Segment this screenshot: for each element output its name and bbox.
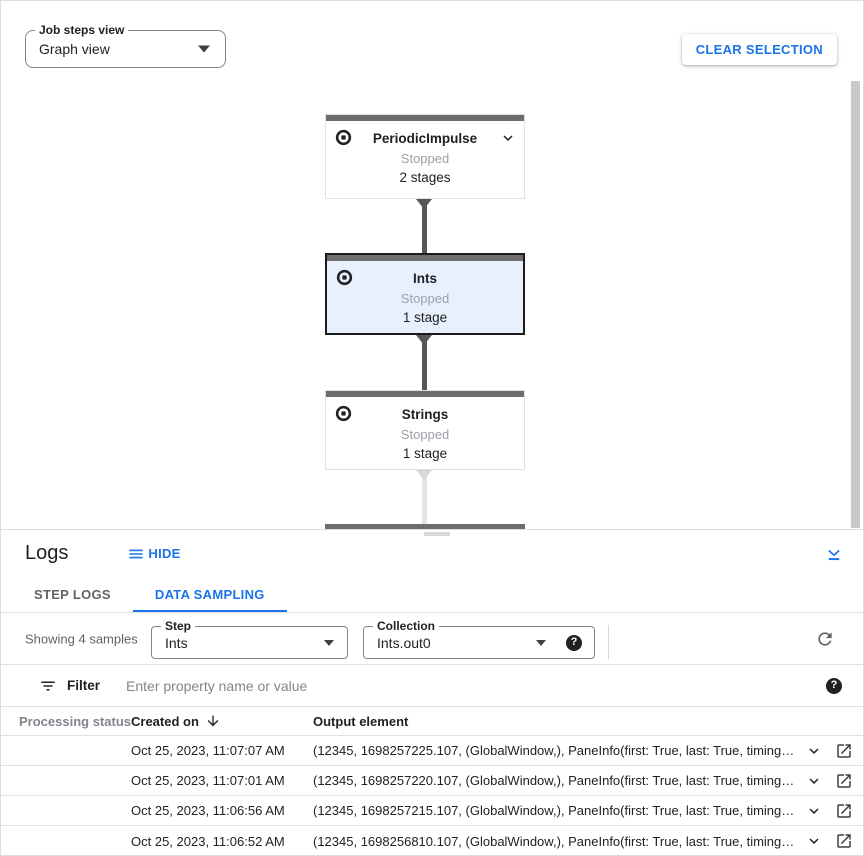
expand-row-icon[interactable] — [805, 772, 823, 790]
filter-help-icon[interactable] — [826, 677, 842, 694]
expand-row-icon[interactable] — [805, 742, 823, 760]
logs-panel: Logs HIDE STEP LOGS DATA SAMPLING Showin… — [1, 529, 863, 855]
created-on-cell: Oct 25, 2023, 11:07:01 AM — [131, 773, 285, 788]
output-element-cell: (12345, 1698256810.107, (GlobalWindow,),… — [313, 833, 795, 849]
chevron-down-icon[interactable] — [499, 129, 517, 147]
job-steps-view-label: Job steps view — [35, 23, 129, 38]
open-in-new-icon[interactable] — [835, 802, 853, 820]
sampling-controls-row: Showing 4 samples Step Ints Collection I… — [1, 613, 863, 665]
table-header-row: Processing status Created on Output elem… — [1, 707, 863, 736]
node-status: Stopped — [400, 427, 450, 442]
node-status: Stopped — [400, 151, 450, 166]
expand-row-icon[interactable] — [805, 802, 823, 820]
logs-panel-title: Logs — [25, 542, 69, 564]
node-status: Stopped — [400, 291, 450, 306]
table-row: Oct 25, 2023, 11:07:01 AM (12345, 169825… — [1, 766, 863, 796]
dropdown-caret-icon — [536, 639, 546, 646]
edge-arrow-icon — [416, 199, 432, 209]
node-stages: 2 stages — [399, 170, 451, 185]
filter-list-icon — [41, 681, 55, 690]
graph-node-strings[interactable]: Strings Stopped 1 stage — [325, 390, 525, 470]
partial-node-peek — [424, 532, 450, 536]
step-select-value: Ints — [165, 634, 188, 651]
column-header-created-on[interactable]: Created on — [131, 713, 313, 729]
hide-lines-icon — [129, 549, 144, 558]
collection-select[interactable]: Collection Ints.out0 — [363, 619, 595, 659]
dropdown-caret-icon — [198, 45, 210, 53]
table-row: Oct 25, 2023, 11:06:52 AM (12345, 169825… — [1, 826, 863, 855]
created-on-cell: Oct 25, 2023, 11:07:07 AM — [131, 743, 285, 758]
filter-input[interactable] — [126, 677, 813, 694]
open-in-new-icon[interactable] — [835, 832, 853, 850]
table-row: Oct 25, 2023, 11:06:56 AM (12345, 169825… — [1, 796, 863, 826]
collection-select-value: Ints.out0 — [377, 634, 431, 651]
graph-edge-dimmed — [416, 470, 432, 524]
graph-node-ints[interactable]: Ints Stopped 1 stage — [325, 253, 525, 335]
edge-arrow-icon — [416, 335, 432, 345]
node-top-bar — [327, 255, 523, 261]
job-steps-view-select[interactable]: Job steps view Graph view — [25, 23, 226, 68]
node-top-bar — [326, 115, 524, 121]
node-title: PeriodicImpulse — [372, 130, 478, 146]
step-select-label: Step — [161, 619, 196, 634]
partial-node-top-bar — [325, 524, 525, 529]
job-graph-pane: Job steps view Graph view CLEAR SELECTIO… — [1, 1, 863, 529]
output-element-cell: (12345, 1698257215.107, (GlobalWindow,),… — [313, 803, 795, 818]
collapse-panel-icon[interactable] — [825, 545, 843, 563]
step-select[interactable]: Step Ints — [151, 619, 348, 659]
clear-selection-button[interactable]: CLEAR SELECTION — [681, 34, 837, 65]
open-in-new-icon[interactable] — [835, 742, 853, 760]
filter-bar: Filter — [1, 665, 863, 707]
column-header-processing-status: Processing status — [19, 713, 131, 729]
node-stages: 1 stage — [402, 446, 448, 461]
dropdown-caret-icon — [324, 639, 334, 646]
created-on-cell: Oct 25, 2023, 11:06:56 AM — [131, 803, 285, 818]
expand-row-icon[interactable] — [805, 832, 823, 850]
stop-circle-icon — [336, 269, 353, 286]
output-element-cell: (12345, 1698257225.107, (GlobalWindow,),… — [313, 743, 795, 758]
sort-descending-icon — [207, 715, 219, 727]
node-title: Strings — [401, 406, 449, 422]
node-top-bar — [326, 391, 524, 397]
collection-select-label: Collection — [373, 619, 440, 634]
graph-edge — [416, 335, 432, 390]
output-element-cell: (12345, 1698257220.107, (GlobalWindow,),… — [313, 773, 795, 788]
edge-arrow-icon — [416, 470, 432, 480]
logs-tab-bar: STEP LOGS DATA SAMPLING — [1, 577, 863, 613]
node-title: Ints — [412, 270, 437, 286]
filter-label: Filter — [67, 678, 101, 693]
vertical-divider — [608, 625, 609, 659]
hide-label: HIDE — [148, 546, 181, 561]
collection-help-icon[interactable] — [566, 634, 582, 651]
created-on-cell: Oct 25, 2023, 11:06:52 AM — [131, 833, 285, 849]
graph-node-periodicimpulse[interactable]: PeriodicImpulse Stopped 2 stages — [325, 114, 525, 199]
tab-data-sampling[interactable]: DATA SAMPLING — [132, 577, 287, 612]
refresh-icon[interactable] — [815, 629, 835, 649]
hide-logs-button[interactable]: HIDE — [128, 546, 180, 562]
table-row: Oct 25, 2023, 11:07:07 AM (12345, 169825… — [1, 736, 863, 766]
job-steps-view-value: Graph view — [39, 41, 110, 57]
samples-count-text: Showing 4 samples — [25, 631, 138, 646]
column-header-output-element: Output element — [313, 713, 409, 729]
open-in-new-icon[interactable] — [835, 772, 853, 790]
graph-vertical-scrollbar[interactable] — [851, 81, 860, 528]
node-stages: 1 stage — [402, 310, 448, 325]
tab-step-logs[interactable]: STEP LOGS — [34, 587, 111, 602]
stop-circle-icon — [335, 405, 352, 422]
stop-circle-icon — [335, 129, 352, 146]
logs-header: Logs HIDE — [1, 530, 863, 577]
graph-edge — [416, 199, 432, 253]
